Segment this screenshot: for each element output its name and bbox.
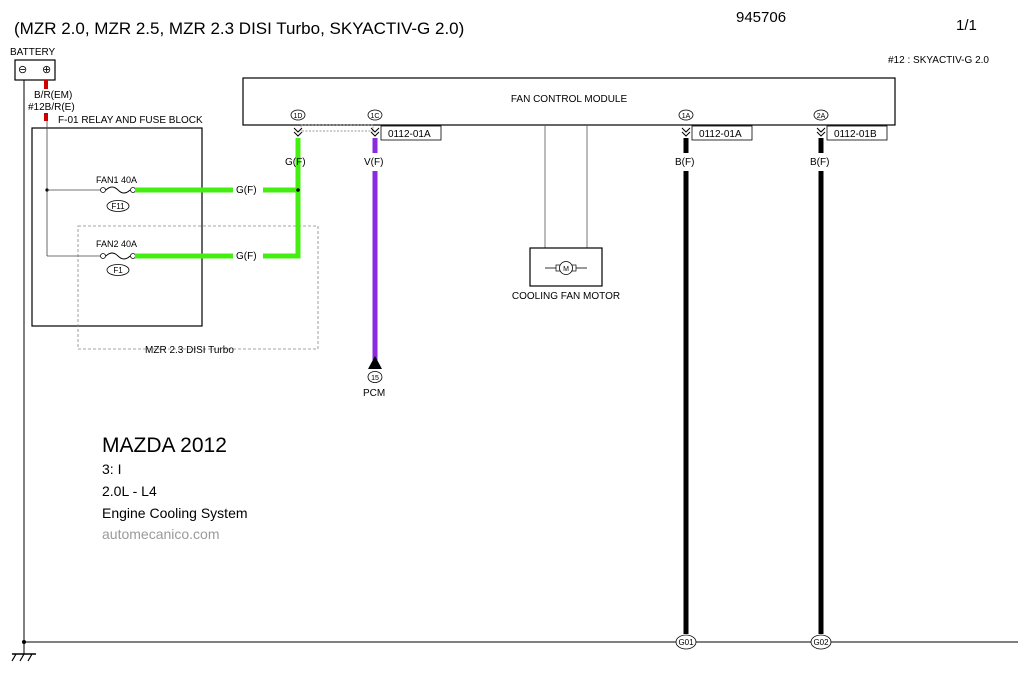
watermark-model: 3: I (102, 461, 121, 477)
watermark-site: automecanico.com (102, 526, 220, 542)
pin-1a-connector-box (691, 125, 753, 141)
relay-fuse-block (31, 127, 203, 327)
ground-g02-label: G02 (813, 638, 829, 647)
pin-1d-wire-label: G(F) (285, 157, 306, 168)
watermark-system: Engine Cooling System (102, 505, 248, 521)
ground-g01-marker (675, 634, 697, 650)
pin-1c-connector-icon (370, 127, 380, 137)
green-wire-junction (296, 188, 300, 192)
relay-block-label: F-01 RELAY AND FUSE BLOCK (58, 115, 203, 126)
fuse1-label: FAN1 40A (96, 175, 137, 185)
ground-g01-label: G01 (678, 638, 694, 647)
watermark-engine: 2.0L - L4 (102, 483, 157, 499)
pcm-pin: 15 (371, 375, 379, 382)
pcm-arrow-icon (368, 356, 382, 369)
fuse2-tag (106, 264, 130, 276)
turbo-variant-label: MZR 2.3 DISI Turbo (145, 345, 234, 356)
pin-1a-wire-label: B(F) (675, 157, 694, 168)
pin-1a-id: 1A (682, 113, 691, 120)
fuse1-tag-text: F11 (111, 202, 125, 211)
fuse2-wire-label: G(F) (236, 251, 257, 262)
fuse1-wire-label-bg (233, 181, 263, 196)
motor-symbol: M (563, 266, 569, 273)
pin-1a-marker (678, 109, 694, 121)
fuse2-tag-text: F1 (113, 266, 123, 275)
battery-minus-terminal: ⊖ (18, 64, 27, 76)
ground-g02-marker (810, 634, 832, 650)
pin-1c-marker (367, 109, 383, 121)
pin-1d-id: 1D (294, 113, 303, 120)
watermark-make-year: MAZDA 2012 (102, 434, 227, 457)
fuse2-label: FAN2 40A (96, 239, 137, 249)
pin-1d-connector-icon (293, 127, 303, 137)
fan-control-module (242, 77, 896, 126)
fan-control-module-label: FAN CONTROL MODULE (511, 94, 628, 105)
pin-1c-connector-box (380, 125, 442, 141)
pin-2a-id: 2A (817, 113, 826, 120)
battery-plus-terminal: ⊕ (42, 64, 51, 76)
battery-wire-label-2: #12B/R(E) (28, 102, 75, 113)
pin-2a-connector: 0112-01B (834, 129, 877, 140)
fuse1-icon (100, 186, 136, 194)
battery-wire-label-1: B/R(EM) (34, 90, 72, 101)
fuse2-wire-label-bg (233, 247, 263, 262)
fuse2-icon (100, 252, 136, 260)
pin-1c-wire-label: V(F) (364, 157, 383, 168)
pin-2a-marker (813, 109, 829, 121)
pin-1d-marker (290, 109, 306, 121)
shared-connector-outline (300, 124, 374, 132)
pin-2a-connector-icon (816, 127, 826, 137)
fuse1-tag (106, 200, 130, 212)
battery-label: BATTERY (10, 47, 56, 58)
pin-2a-connector-box (826, 125, 888, 141)
motor-icon (559, 261, 573, 275)
pin-1c-id: 1C (371, 113, 380, 120)
chassis-ground-icon (11, 642, 36, 662)
battery-icon: ⊖ ⊕ (14, 59, 56, 81)
pcm-label: PCM (363, 388, 385, 399)
pin-1a-connector: 0112-01A (699, 129, 742, 140)
document-number: 945706 (736, 9, 786, 26)
page-number: 1/1 (956, 17, 977, 34)
pin-1a-connector-icon (681, 127, 691, 137)
pin-2a-wire-label: B(F) (810, 157, 829, 168)
engine-variants-title: (MZR 2.0, MZR 2.5, MZR 2.3 DISI Turbo, S… (14, 19, 464, 38)
battery-positive-lead (44, 80, 48, 89)
turbo-variant-box (77, 225, 319, 350)
battery-lead-connector (44, 113, 48, 121)
pcm-pin-marker (367, 371, 383, 383)
pin-1c-connector: 0112-01A (388, 129, 431, 140)
fuse1-wire-label: G(F) (236, 185, 257, 196)
cooling-fan-motor-label: COOLING FAN MOTOR (512, 291, 620, 302)
footnote: #12 : SKYACTIV-G 2.0 (888, 55, 989, 66)
